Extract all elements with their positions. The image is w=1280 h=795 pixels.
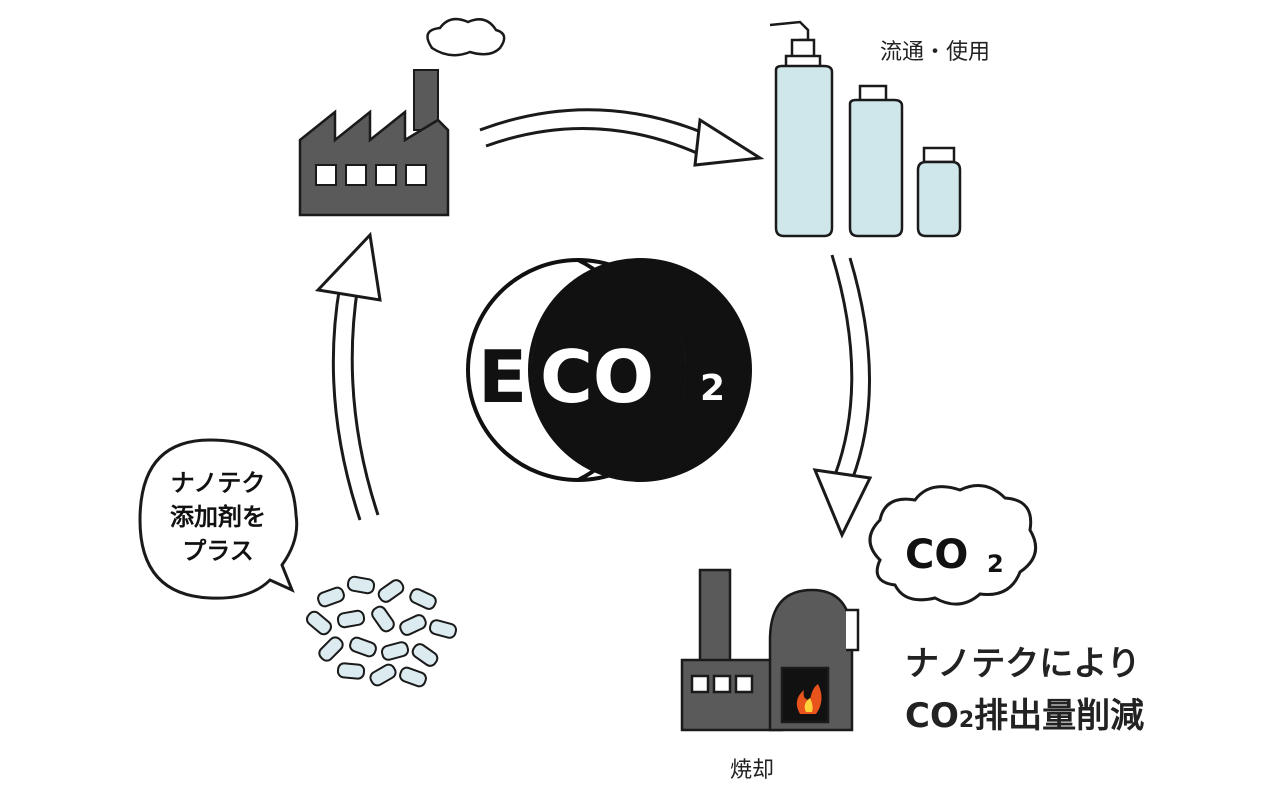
bubble-line-2: 添加剤を	[170, 503, 266, 531]
factory-icon	[298, 17, 506, 217]
flame-icon	[796, 684, 822, 714]
caption-reduction: 排出量削減	[974, 696, 1145, 736]
label-distribution-use: 流通・使用	[880, 40, 991, 65]
caption-line-2: CO2排出量削減	[905, 690, 1144, 747]
speech-bubble-text: ナノテク 添加剤を プラス	[150, 466, 286, 568]
cloud-subscript: 2	[987, 550, 1004, 578]
eco-letter-e: E	[478, 335, 527, 419]
caption-subscript: 2	[958, 708, 975, 733]
bubble-line-3: プラス	[182, 537, 254, 565]
arrow-bottles-to-incinerator	[812, 254, 873, 539]
co2-cloud: CO 2	[868, 484, 1038, 606]
bottles-icon	[769, 20, 962, 238]
pellets-icon	[305, 575, 458, 688]
arrow-pellets-to-factory	[314, 231, 382, 521]
speech-bubble	[138, 438, 299, 600]
incinerator-icon	[680, 568, 860, 732]
cloud-co: CO	[905, 532, 968, 578]
eco-subscript: 2	[700, 368, 725, 409]
bubble-line-1: ナノテク	[170, 469, 266, 497]
label-incineration: 焼却	[730, 758, 775, 783]
caption-co: CO	[905, 696, 959, 736]
caption-line-1: ナノテクにより	[905, 644, 1141, 684]
eco2-logo: E CO 2	[466, 258, 752, 482]
eco-letters-co: CO	[540, 335, 654, 419]
arrow-factory-to-bottles	[479, 108, 765, 167]
